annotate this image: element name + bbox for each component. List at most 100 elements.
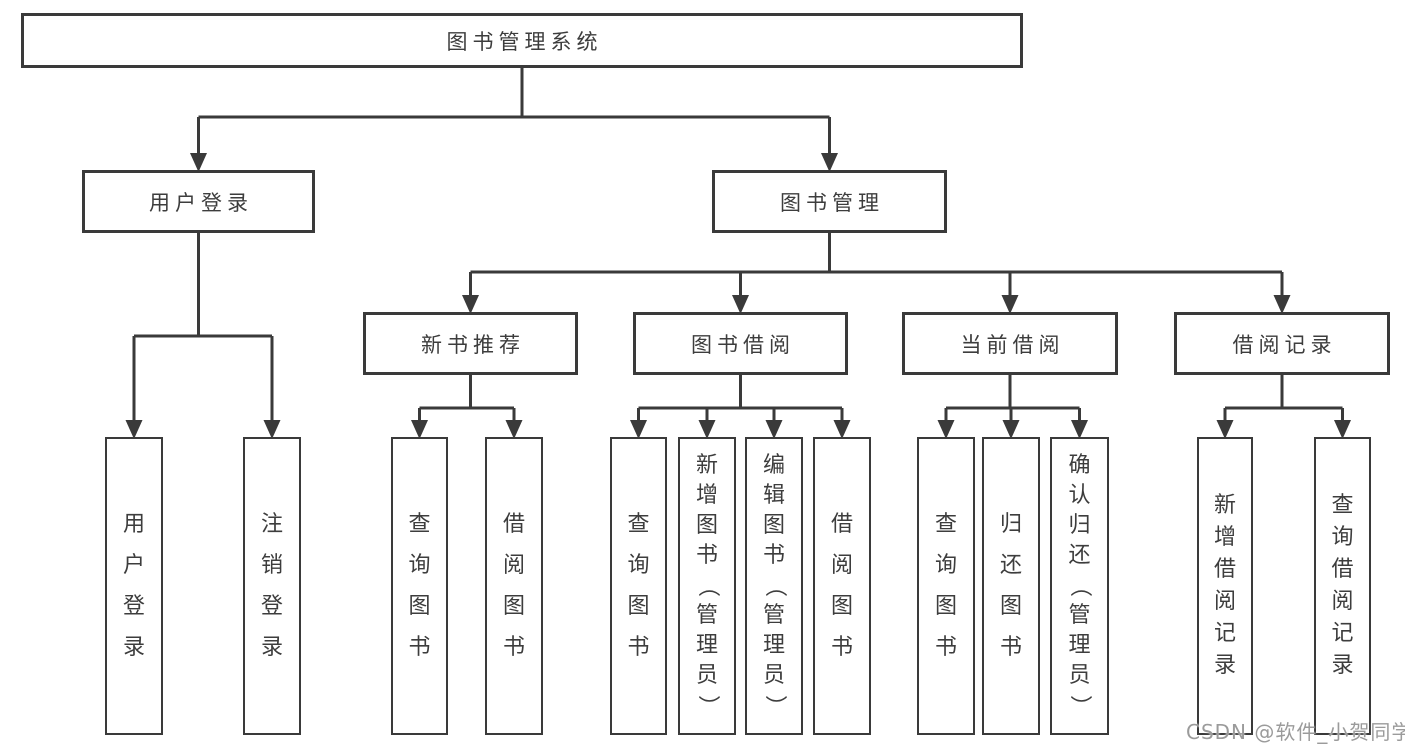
vertical-char: 书 [627, 634, 650, 660]
vertical-char: 借 [1331, 557, 1354, 582]
node-label-bb-query-books: 查询图书 [627, 511, 650, 660]
vertical-char: 询 [408, 552, 431, 578]
vertical-char: 查 [627, 511, 650, 537]
node-bb-edit-books: 编辑图书（管理员） [745, 437, 803, 735]
vertical-char: 录 [1213, 653, 1236, 678]
node-cb-confirm-return: 确认归还（管理员） [1050, 437, 1109, 735]
arrowhead-icon [765, 420, 783, 439]
vertical-char: 户 [122, 552, 145, 578]
arrowhead-icon [732, 295, 749, 314]
vertical-char: 借 [1213, 557, 1236, 582]
arrowhead-icon [411, 420, 428, 439]
node-label-bb-add-books: 新增图书（管理员） [694, 453, 720, 718]
vertical-char: 书 [762, 543, 785, 568]
node-label-nb-borrow-books: 借阅图书 [502, 513, 525, 660]
node-label-cb-return-books: 归还图书 [999, 513, 1022, 660]
node-book-borrowing: 图书借阅 [633, 312, 848, 375]
arrowhead-icon [1334, 420, 1351, 439]
vertical-char: 员 [762, 663, 785, 688]
vertical-char: 理 [1068, 633, 1091, 658]
arrowhead-icon [190, 153, 207, 172]
vertical-char: 阅 [502, 552, 525, 578]
vertical-char: 图 [408, 593, 431, 619]
arrowhead-icon [1273, 295, 1291, 314]
node-label-cb-query-books: 查询图书 [934, 511, 957, 660]
vertical-char: 图 [695, 513, 718, 538]
node-nb-borrow-books: 借阅图书 [485, 437, 543, 735]
vertical-char: 图 [502, 593, 525, 619]
rotated-paren-char: ） [761, 694, 787, 718]
node-br-add-record: 新增借阅记录 [1197, 437, 1253, 735]
node-label-current-borrowing: 当前借阅 [960, 332, 1065, 357]
node-label-book-management: 图书管理 [780, 190, 884, 215]
arrowhead-icon [505, 420, 523, 439]
vertical-char: 记 [1213, 621, 1236, 646]
node-label-bb-edit-books: 编辑图书（管理员） [761, 453, 787, 718]
vertical-char: 销 [260, 552, 283, 578]
arrowhead-icon [125, 420, 143, 439]
vertical-char: 管 [1068, 603, 1091, 628]
arrowhead-icon [833, 420, 851, 439]
vertical-char: 阅 [1213, 589, 1236, 614]
rotated-paren-char: （ [1067, 574, 1093, 598]
vertical-char: 查 [934, 511, 957, 537]
node-bb-query-books: 查询图书 [610, 437, 667, 735]
vertical-char: 查 [1331, 493, 1354, 518]
vertical-char: 图 [999, 593, 1022, 619]
vertical-char: 登 [260, 593, 283, 619]
vertical-char: 书 [830, 634, 853, 660]
vertical-char: 管 [695, 603, 718, 628]
vertical-char: 辑 [762, 483, 785, 508]
edge-from-user-login [132, 233, 274, 425]
vertical-char: 还 [1068, 543, 1091, 568]
vertical-char: 员 [695, 663, 718, 688]
node-new-book-recommend: 新书推荐 [363, 312, 578, 375]
node-bb-borrow-books: 借阅图书 [813, 437, 871, 735]
node-label-nb-query-books: 查询图书 [408, 513, 431, 659]
edge-from-book-management [469, 233, 1284, 300]
vertical-char: 书 [934, 634, 957, 660]
vertical-char: 新 [695, 453, 718, 478]
vertical-char: 询 [934, 552, 957, 578]
vertical-char: 理 [695, 633, 718, 658]
vertical-char: 书 [695, 543, 718, 568]
node-label-br-add-record: 新增借阅记录 [1214, 495, 1236, 677]
rotated-paren-char: （ [761, 574, 787, 598]
arrowhead-icon [1002, 420, 1020, 439]
node-cb-query-books: 查询图书 [917, 437, 975, 735]
arrowhead-icon [462, 295, 479, 314]
node-label-book-borrowing: 图书借阅 [691, 332, 795, 357]
vertical-char: 录 [260, 634, 283, 660]
node-label-bb-borrow-books: 借阅图书 [830, 513, 853, 660]
node-label-root: 图书管理系统 [446, 29, 603, 54]
edge-from-new-book-recommend [418, 375, 516, 425]
vertical-char: 还 [999, 552, 1022, 578]
vertical-char: 阅 [830, 552, 853, 578]
vertical-char: 记 [1331, 621, 1354, 646]
node-book-management: 图书管理 [712, 170, 947, 233]
rotated-paren-char: ） [1067, 694, 1093, 718]
vertical-char: 书 [999, 634, 1022, 660]
node-leaf-logout: 注销登录 [243, 437, 301, 735]
edge-from-borrowing-records [1223, 375, 1344, 425]
edge-from-current-borrowing [944, 375, 1081, 425]
vertical-char: 增 [695, 483, 718, 508]
node-borrowing-records: 借阅记录 [1174, 312, 1390, 375]
vertical-char: 询 [627, 552, 650, 578]
vertical-char: 增 [1213, 525, 1236, 550]
arrowhead-icon [1001, 295, 1019, 314]
arrowhead-icon [821, 153, 838, 172]
vertical-char: 归 [1068, 513, 1091, 538]
vertical-char: 书 [502, 634, 525, 660]
arrowhead-icon [630, 420, 647, 439]
vertical-char: 注 [260, 511, 283, 537]
rotated-paren-char: （ [694, 574, 720, 598]
node-label-borrowing-records: 借阅记录 [1232, 332, 1337, 357]
vertical-char: 新 [1213, 493, 1236, 518]
vertical-char: 录 [122, 634, 145, 660]
vertical-char: 员 [1068, 663, 1091, 688]
vertical-char: 图 [830, 593, 853, 619]
vertical-char: 编 [762, 453, 785, 478]
